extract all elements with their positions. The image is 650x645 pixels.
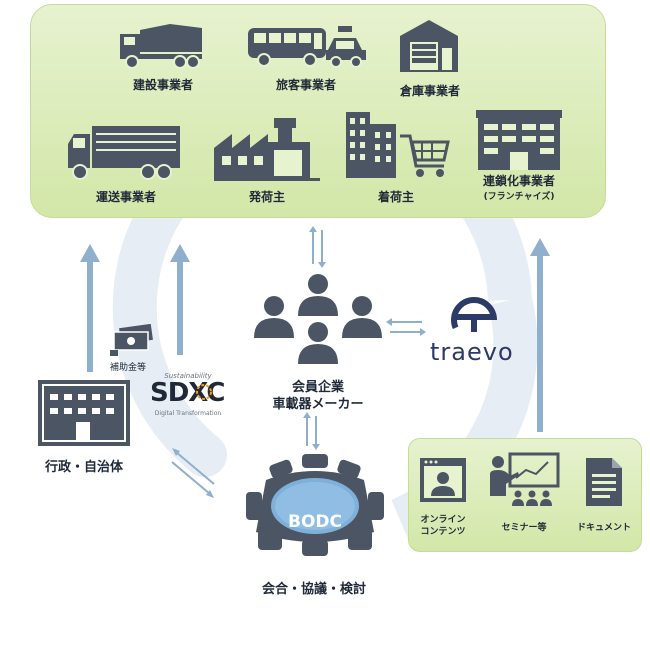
bus-taxi-icon [248,26,366,68]
seminar-icon [490,452,560,506]
warehouse-icon [400,20,458,72]
label-consignee: 着荷主 [377,190,414,204]
sdxc-bottom-text: Digital Transformation [154,410,222,417]
truck-icon [68,126,180,180]
bodc-label: BODC [288,512,342,532]
members-label-1: 会員企業 [291,380,344,395]
meeting-label: 会合・協議・検討 [261,582,366,597]
label-passenger: 旅客事業者 [275,78,336,92]
online-content-label-2: コンテンツ [420,527,466,537]
meeting-table-icon [246,454,384,556]
label-warehouse: 倉庫事業者 [399,84,460,98]
traevo-wordmark: traevo [430,338,514,366]
label-construction: 建設事業者 [132,78,193,92]
dump-truck-icon [120,24,202,69]
label-transport: 運送事業者 [95,190,156,204]
sdxc-logo: SDXC [150,378,226,408]
subsidy-label: 補助金等 [109,363,146,373]
store-cart-icon [346,112,450,178]
sdxc-ring-icon [196,384,212,400]
online-content-label-1: オンライン [420,515,466,525]
seminar-label: セミナー等 [501,523,547,533]
factory-icon [214,118,320,181]
money-icon [110,324,153,356]
sdxc-top-text: Sustainability [164,372,212,380]
government-building-icon [38,380,130,446]
online-content-icon [420,458,466,502]
members-label-2: 車載器メーカー [272,397,364,412]
label-franchise-sub: (フランチャイズ) [483,192,555,202]
government-label: 行政・自治体 [44,460,123,475]
document-label: ドキュメント [576,523,631,533]
traevo-logo-icon [451,297,497,334]
label-shipper: 発荷主 [248,190,285,204]
document-icon [586,458,622,506]
label-franchise: 連鎖化事業者 [482,174,555,188]
members-group-icon [254,274,382,364]
office-building-icon [476,110,562,170]
